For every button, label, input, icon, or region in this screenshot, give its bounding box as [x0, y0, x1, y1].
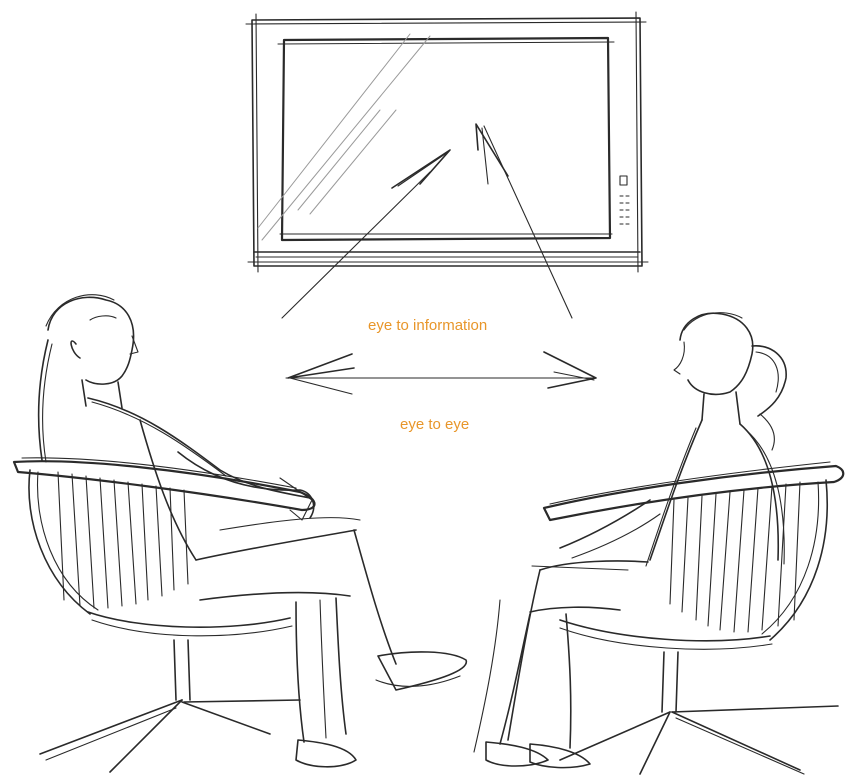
eye-to-information-arrows	[282, 124, 572, 318]
woman-seated-icon	[474, 313, 786, 768]
swivel-chair-icon	[14, 458, 315, 772]
eye-to-eye-label: eye to eye	[400, 417, 469, 432]
eye-to-eye-arrow	[286, 352, 596, 394]
swivel-chair-icon-right	[544, 462, 843, 774]
eye-to-information-label: eye to information	[368, 318, 487, 333]
screen-icon	[246, 12, 648, 272]
